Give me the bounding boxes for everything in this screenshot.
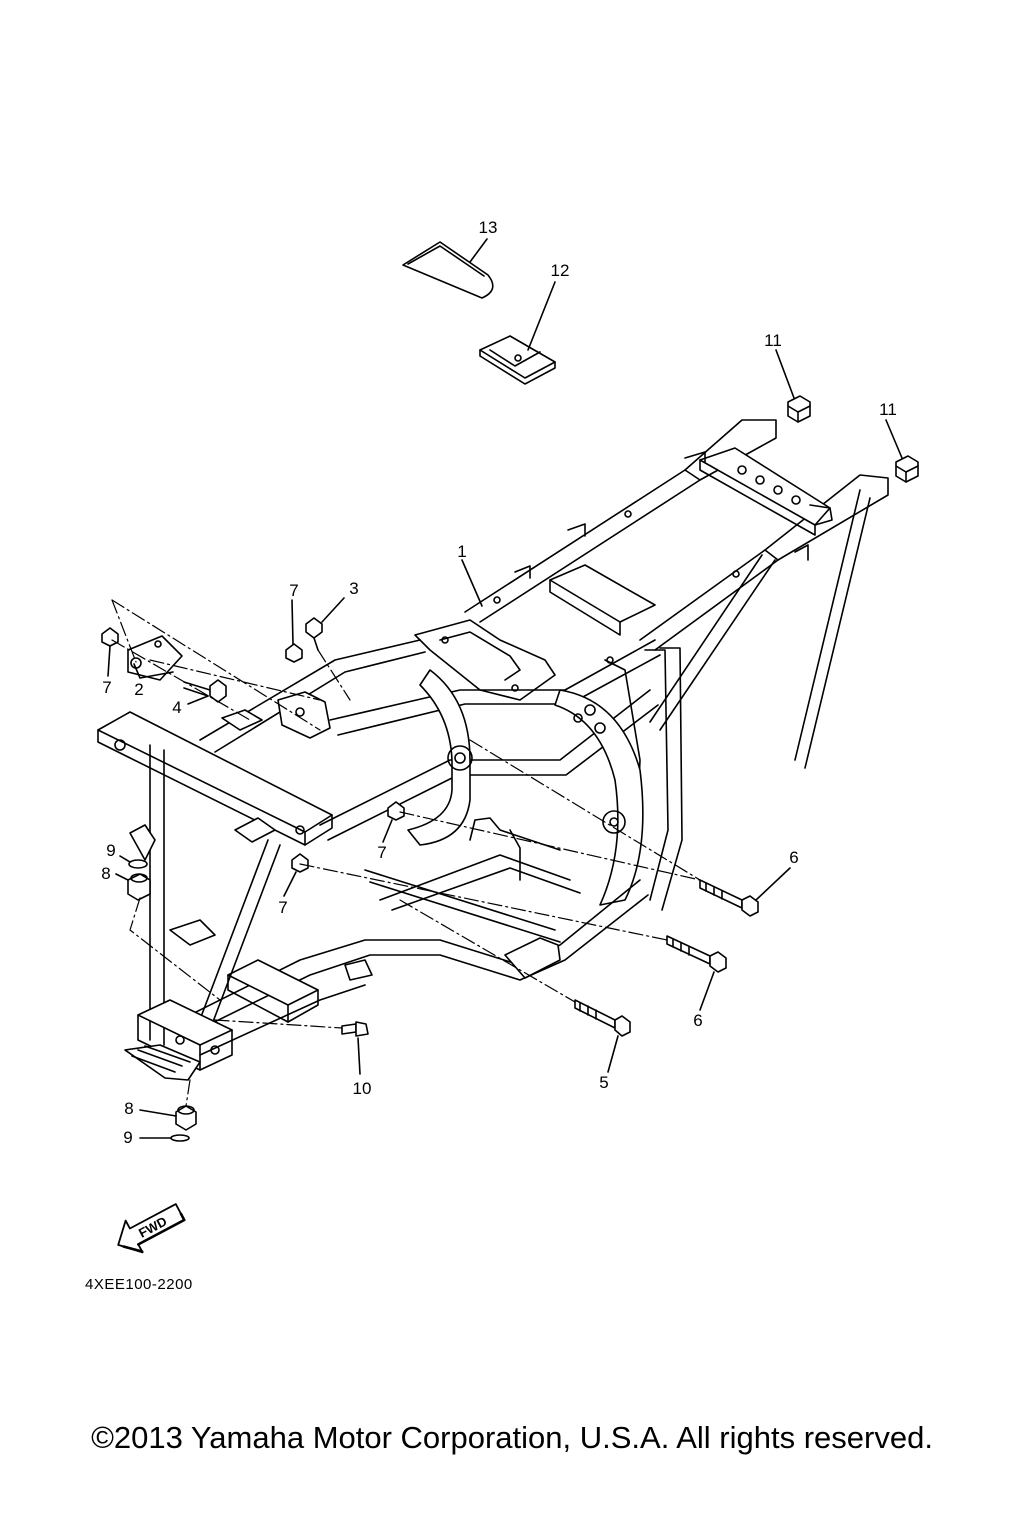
callout-labels: 13 12 11 11 1 3 7 7 2 4 7 9 8 7 6 6 5 10…	[101, 218, 897, 1147]
diagram-code: 4XEE100-2200	[85, 1276, 193, 1293]
callout-7-b: 7	[289, 581, 298, 600]
callout-4: 4	[172, 698, 181, 717]
leader-12	[527, 281, 556, 351]
callout-8-lower: 8	[124, 1099, 133, 1118]
leader-10	[357, 1037, 361, 1075]
leader-11-lower	[885, 419, 903, 459]
callout-7-a: 7	[102, 678, 111, 697]
callout-7-d: 7	[278, 898, 287, 917]
callout-12: 12	[551, 261, 570, 280]
leader-11-upper	[775, 349, 795, 399]
leader-1	[461, 559, 483, 607]
leader-3	[321, 597, 345, 623]
part-7-nut-a	[101, 627, 119, 647]
part-9-washer-lower	[170, 1134, 190, 1142]
leader-7-d	[283, 871, 297, 897]
part-7-nut-d	[291, 853, 309, 873]
callout-5: 5	[599, 1073, 608, 1092]
leader-7-b	[291, 599, 294, 645]
callout-13: 13	[479, 218, 498, 237]
copyright-notice: ©2013 Yamaha Motor Corporation, U.S.A. A…	[91, 1420, 933, 1455]
fwd-arrow-icon: FWD	[117, 1203, 186, 1254]
leader-8-lower	[139, 1109, 177, 1117]
part-3-bolt	[305, 617, 323, 651]
leader-5	[607, 1035, 619, 1073]
callout-6-upper: 6	[789, 848, 798, 867]
leader-6-lower	[699, 971, 715, 1011]
leader-2	[133, 663, 174, 679]
part-12-plate	[479, 335, 556, 385]
part-10-bolt	[341, 1021, 369, 1037]
part-11-cap-lower	[895, 455, 919, 483]
part-6-bolt-upper	[699, 879, 759, 917]
callout-1: 1	[457, 542, 466, 561]
leader-7-a	[107, 645, 111, 677]
callout-3: 3	[349, 579, 358, 598]
leader-13	[469, 238, 488, 263]
callout-11-lower: 11	[879, 400, 897, 419]
part-5-bolt	[574, 999, 631, 1037]
part-1-frame	[97, 419, 889, 1081]
part-9-washer-upper	[128, 859, 148, 869]
callout-7-c: 7	[377, 843, 386, 862]
callout-6-lower: 6	[693, 1011, 702, 1030]
leader-6-upper	[755, 867, 791, 901]
part-6-bolt-lower	[666, 935, 727, 973]
part-8-collar-upper	[127, 873, 151, 901]
part-11-cap-upper	[787, 395, 811, 423]
part-7-nut-b	[285, 643, 303, 663]
callout-9-upper: 9	[106, 841, 115, 860]
leader-8-upper	[115, 873, 129, 881]
part-4-bolt	[183, 679, 227, 703]
callout-2: 2	[134, 680, 143, 699]
leader-7-c	[382, 819, 393, 843]
part-7-nut-c	[387, 801, 405, 821]
leader-9-upper	[119, 855, 131, 863]
callout-11-upper: 11	[764, 331, 782, 350]
assembly-lines	[111, 599, 701, 1107]
part-2-bracket	[127, 635, 183, 681]
part-8-collar-lower	[175, 1105, 197, 1131]
callout-8-upper: 8	[101, 864, 110, 883]
part-13-decal	[402, 241, 494, 299]
callout-9-lower: 9	[123, 1128, 132, 1147]
leader-4	[187, 695, 209, 705]
callout-10: 10	[353, 1079, 372, 1098]
